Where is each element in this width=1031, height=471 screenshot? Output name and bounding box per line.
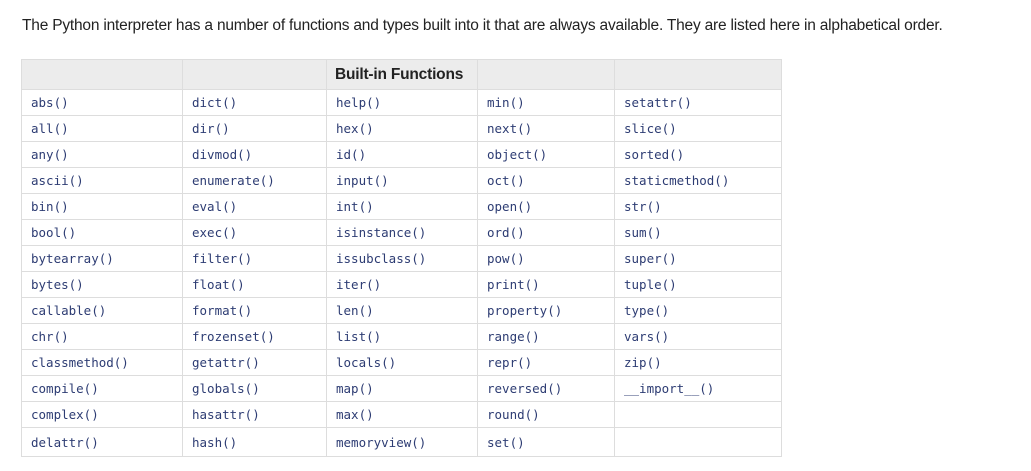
function-link[interactable]: delattr() [21,427,183,457]
function-link[interactable]: sorted() [614,141,782,168]
function-link[interactable]: float() [182,271,327,298]
function-link[interactable]: min() [477,89,615,116]
function-link[interactable]: setattr() [614,89,782,116]
function-link[interactable]: repr() [477,349,615,376]
function-link[interactable]: help() [326,89,478,116]
function-link[interactable]: reversed() [477,375,615,402]
function-link[interactable]: hex() [326,115,478,142]
function-link[interactable]: set() [477,427,615,457]
function-link[interactable]: hasattr() [182,401,327,428]
function-link[interactable]: object() [477,141,615,168]
function-link[interactable]: ascii() [21,167,183,194]
table-row: compile()globals()map()reversed()__impor… [21,375,782,402]
function-link[interactable]: any() [21,141,183,168]
function-link[interactable]: eval() [182,193,327,220]
function-link[interactable]: next() [477,115,615,142]
function-link[interactable]: ord() [477,219,615,246]
function-link[interactable]: bool() [21,219,183,246]
function-link[interactable]: input() [326,167,478,194]
function-link[interactable]: open() [477,193,615,220]
function-link[interactable]: bytearray() [21,245,183,272]
function-link[interactable]: issubclass() [326,245,478,272]
function-link[interactable]: enumerate() [182,167,327,194]
function-link[interactable]: len() [326,297,478,324]
function-link[interactable]: slice() [614,115,782,142]
function-link[interactable]: hash() [182,427,327,457]
function-link[interactable]: iter() [326,271,478,298]
intro-text: The Python interpreter has a number of f… [22,17,943,34]
function-link[interactable]: sum() [614,219,782,246]
table-row: callable()format()len()property()type() [21,297,782,324]
function-link[interactable]: abs() [21,89,183,116]
function-link[interactable]: zip() [614,349,782,376]
function-link[interactable]: max() [326,401,478,428]
function-link[interactable]: round() [477,401,615,428]
header-cell [21,59,183,90]
function-link[interactable]: frozenset() [182,323,327,350]
function-link[interactable]: print() [477,271,615,298]
function-link[interactable]: super() [614,245,782,272]
table-header-row: Built-in Functions [21,59,782,90]
builtin-functions-table: Built-in Functions abs()dict()help()min(… [21,59,782,457]
function-link[interactable]: bin() [21,193,183,220]
table-row: abs()dict()help()min()setattr() [21,89,782,116]
function-link[interactable]: int() [326,193,478,220]
header-cell-title: Built-in Functions [326,59,478,90]
function-link[interactable]: map() [326,375,478,402]
function-link[interactable]: dir() [182,115,327,142]
function-link[interactable]: callable() [21,297,183,324]
function-link[interactable]: divmod() [182,141,327,168]
function-link[interactable]: property() [477,297,615,324]
function-link[interactable]: locals() [326,349,478,376]
function-link[interactable]: staticmethod() [614,167,782,194]
function-link[interactable]: getattr() [182,349,327,376]
function-link[interactable]: pow() [477,245,615,272]
table-row: bytes()float()iter()print()tuple() [21,271,782,298]
table-body: abs()dict()help()min()setattr()all()dir(… [21,89,782,457]
function-link[interactable]: all() [21,115,183,142]
function-link[interactable]: range() [477,323,615,350]
function-link[interactable]: id() [326,141,478,168]
header-cell [614,59,782,90]
table-row: chr()frozenset()list()range()vars() [21,323,782,350]
function-link[interactable]: list() [326,323,478,350]
function-link[interactable]: format() [182,297,327,324]
function-link[interactable]: globals() [182,375,327,402]
function-link[interactable]: tuple() [614,271,782,298]
function-link[interactable]: str() [614,193,782,220]
table-row: bytearray()filter()issubclass()pow()supe… [21,245,782,272]
table-row: classmethod()getattr()locals()repr()zip(… [21,349,782,376]
function-link[interactable]: compile() [21,375,183,402]
function-link[interactable]: filter() [182,245,327,272]
function-link[interactable]: classmethod() [21,349,183,376]
function-link[interactable]: type() [614,297,782,324]
function-link[interactable]: dict() [182,89,327,116]
function-link[interactable]: memoryview() [326,427,478,457]
function-link[interactable]: vars() [614,323,782,350]
header-cell [477,59,615,90]
empty-cell [614,401,782,428]
function-link[interactable]: bytes() [21,271,183,298]
table-row: bin()eval()int()open()str() [21,193,782,220]
function-link[interactable]: exec() [182,219,327,246]
table-row: ascii()enumerate()input()oct()staticmeth… [21,167,782,194]
empty-cell [614,427,782,457]
table-row: bool()exec()isinstance()ord()sum() [21,219,782,246]
function-link[interactable]: complex() [21,401,183,428]
table-row: complex()hasattr()max()round() [21,401,782,428]
table-row: all()dir()hex()next()slice() [21,115,782,142]
function-link[interactable]: oct() [477,167,615,194]
table-row: any()divmod()id()object()sorted() [21,141,782,168]
function-link[interactable]: isinstance() [326,219,478,246]
function-link[interactable]: __import__() [614,375,782,402]
table-row: delattr()hash()memoryview()set() [21,427,782,457]
function-link[interactable]: chr() [21,323,183,350]
header-cell [182,59,327,90]
